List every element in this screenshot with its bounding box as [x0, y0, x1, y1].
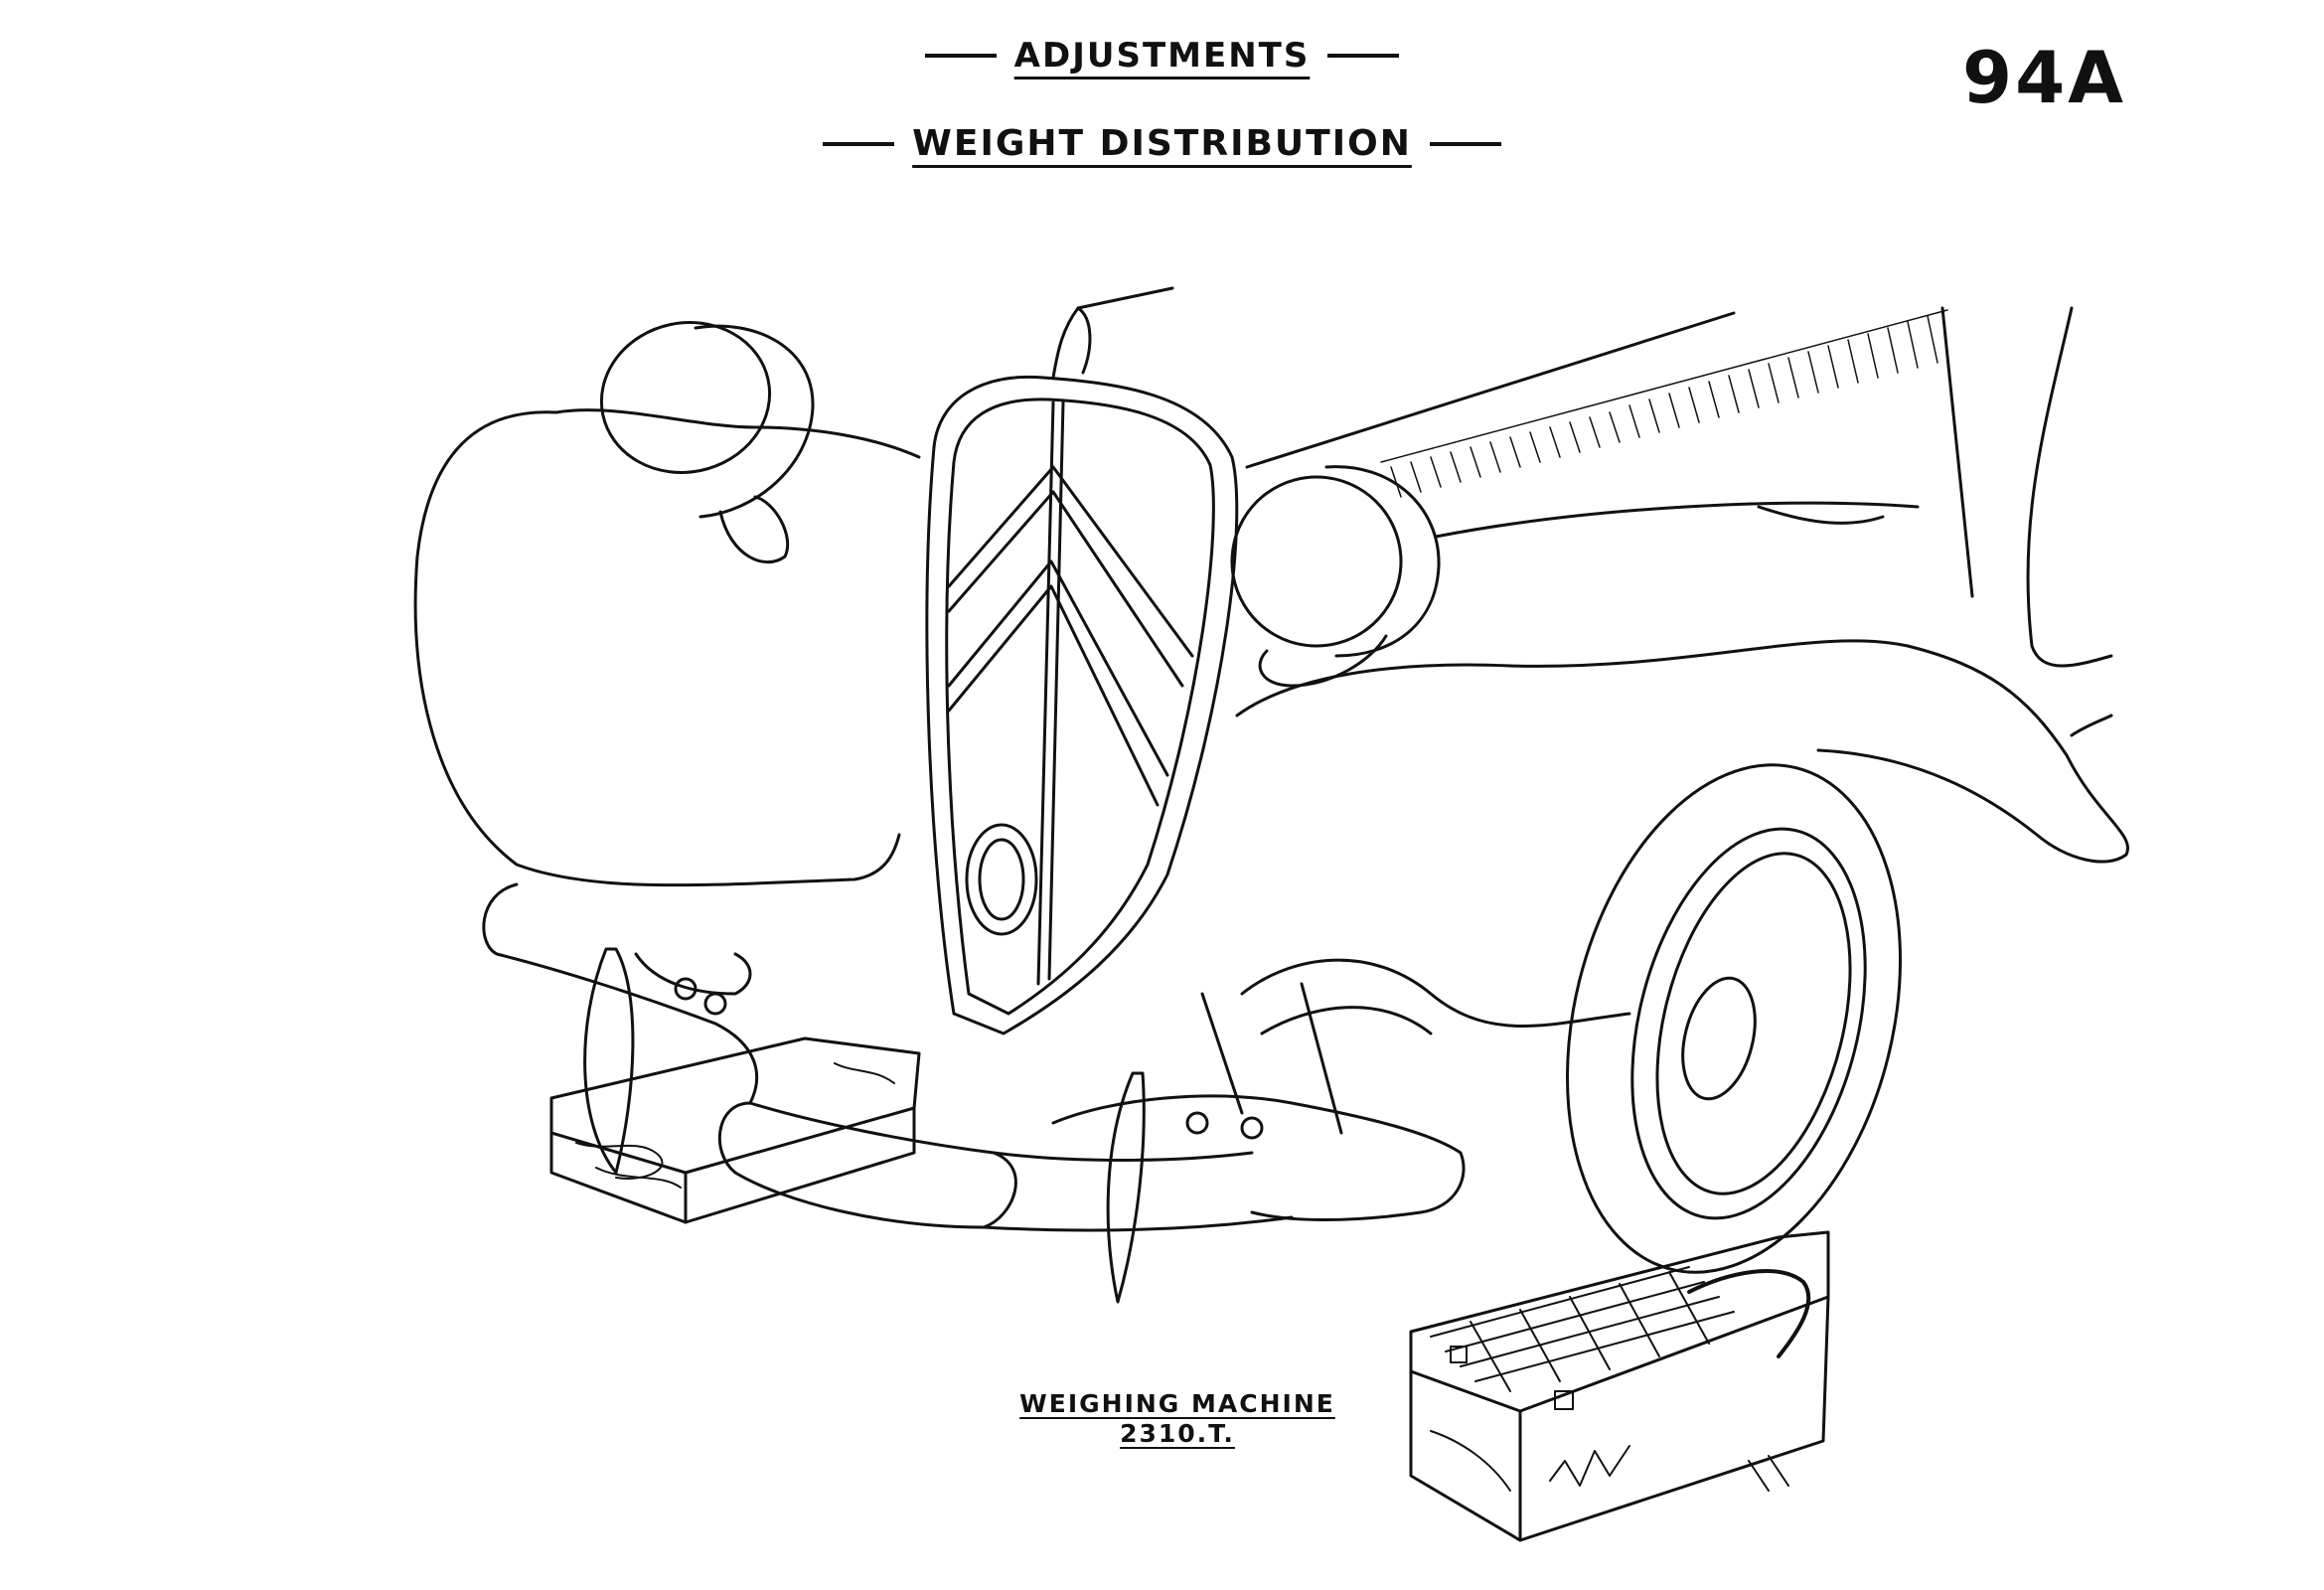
front-bumper [482, 882, 1466, 1232]
front-axle [1200, 958, 1631, 1135]
page-number: 94A [1962, 36, 2126, 119]
subsection-title: WEIGHT DISTRIBUTION [912, 123, 1412, 164]
weighing-machine-icon [1409, 1230, 1830, 1542]
bonnet [1245, 306, 2113, 668]
wooden-block [549, 1036, 921, 1224]
heading-rule-right [1327, 54, 1400, 58]
section-title: ADJUSTMENTS [1013, 36, 1311, 76]
section-heading: ADJUSTMENTS [0, 36, 2324, 76]
side-indicator [1757, 505, 1885, 525]
caption-line-2: 2310.T. [1120, 1419, 1235, 1448]
right-headlamp [1230, 465, 1441, 688]
bumper-overriders [583, 947, 1264, 1304]
figure-caption: WEIGHING MACHINE 2310.T. [999, 1389, 1356, 1449]
subsection-heading: WEIGHT DISTRIBUTION [0, 123, 2324, 164]
front-wheel [1565, 763, 1903, 1274]
left-headlamp [599, 321, 815, 564]
weighing-platform-grid [1430, 1266, 1735, 1392]
left-fender-inner [554, 408, 921, 459]
right-wing [1235, 639, 2129, 864]
radiator-grille [925, 286, 1239, 1035]
subheading-rule-right [1429, 141, 1501, 146]
caption-line-1: WEIGHING MACHINE [1019, 1389, 1335, 1418]
bonnet-louvres [1390, 315, 1938, 498]
subheading-rule-left [823, 141, 895, 146]
heading-rule-left [924, 54, 997, 58]
left-fender [413, 410, 901, 887]
